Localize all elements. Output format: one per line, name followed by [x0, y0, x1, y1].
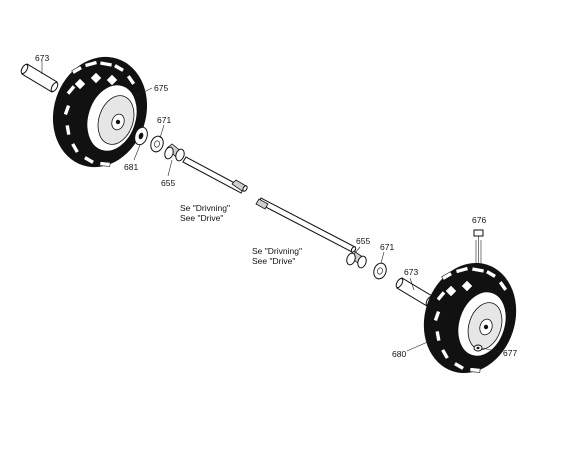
callout-681: 681 [124, 162, 138, 172]
callout-671-left: 671 [157, 115, 171, 125]
callout-655-left: 655 [161, 178, 175, 188]
washer-681 [134, 126, 148, 146]
pin-673-left [20, 63, 59, 93]
left-wheel-icon [52, 56, 148, 168]
axle-shaft-left [182, 156, 248, 194]
washer-671-left [150, 135, 164, 153]
left-tire-tread [63, 60, 136, 167]
note-right-line1: Se "Drivning" [252, 246, 302, 256]
note-left-line2: See "Drive" [180, 213, 223, 223]
callout-673-right: 673 [404, 267, 418, 277]
right-wheel-icon [423, 262, 517, 374]
callout-677: 677 [503, 348, 517, 358]
callout-680: 680 [392, 349, 406, 359]
note-right-line2: See "Drive" [252, 256, 295, 266]
washer-671-right [373, 262, 387, 280]
callout-675: 675 [154, 83, 168, 93]
nut-677 [473, 344, 483, 352]
leader-lines [41, 60, 501, 353]
right-tire-tread [433, 266, 508, 373]
callout-673-left: 673 [35, 53, 49, 63]
axle-shaft-right [255, 197, 357, 253]
callout-676: 676 [472, 215, 486, 225]
callout-671-right: 671 [380, 242, 394, 252]
bushing-655-left [164, 143, 185, 162]
bushing-655-right [346, 250, 367, 269]
note-left-line1: Se "Drivning" [180, 203, 230, 213]
callout-655-right: 655 [356, 236, 370, 246]
